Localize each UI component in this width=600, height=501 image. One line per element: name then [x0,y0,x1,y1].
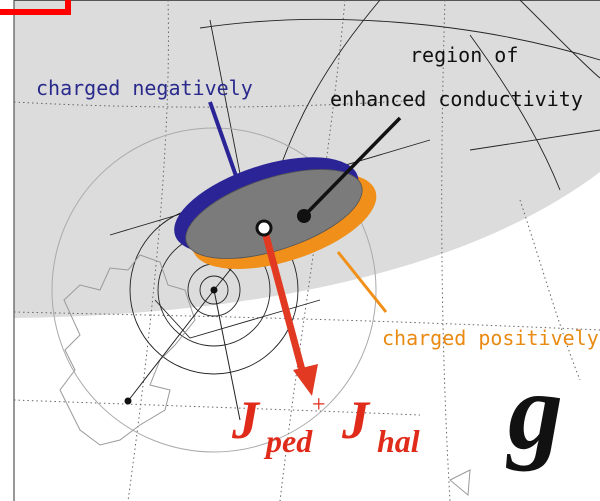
current-pedersen-subscript: ped [263,423,313,459]
negative-pointer [208,101,238,177]
coastline [59,254,471,497]
positive-pointer [336,251,388,313]
corner-marker [0,0,71,15]
label-charged-positively: charged positively [382,326,599,350]
current-hall-subscript: hal [377,423,420,459]
current-arrow-head [293,364,318,396]
current-hall-symbol: J [341,390,371,450]
range-circles [51,127,377,453]
current-origin-dot [255,219,273,237]
current-arrow-shaft [260,227,306,371]
region-pointer [304,116,402,216]
panel-letter: g [505,350,563,472]
current-pedersen-symbol: J [231,390,261,450]
plus-sign: + [312,392,326,418]
region-pointer-dot [297,209,311,223]
station-dot-2 [124,397,132,405]
label-region-line1: region of [410,43,518,67]
label-region-line2: enhanced conductivity [330,87,583,111]
label-charged-negatively: charged negatively [36,76,253,100]
enhanced-conductivity-region [185,169,363,259]
station-dot-1 [210,286,218,294]
